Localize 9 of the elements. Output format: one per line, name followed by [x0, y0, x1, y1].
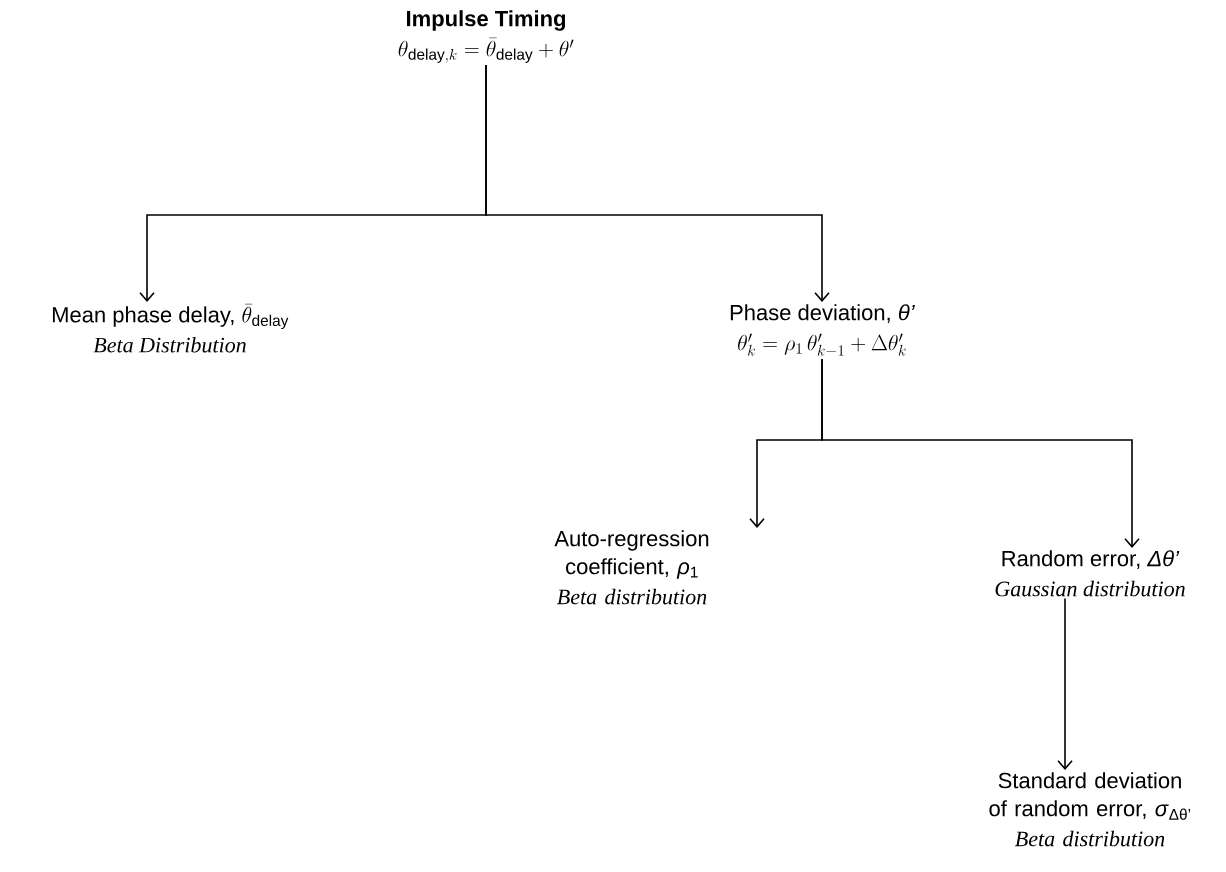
- text-label: Phase deviation, θ’ $\theta'_k = \rho_1\,\theta'_{k-1} + \Delta\theta'_k$: [730, 304, 915, 356]
- arrow: [485, 64, 830, 302]
- arrow: [1057, 597, 1073, 770]
- arrow: [821, 358, 1140, 548]
- text-label: Standard deviation of random error, σ$_{Δθ’}$ Beta distribution: [989, 772, 1191, 847]
- text-label: Auto-regression coefficient, ρ$_{1}$ Beta distribution: [554, 530, 709, 605]
- text-label: Random error, Δθ’ Gaussian distribution: [995, 550, 1185, 597]
- text-label: Mean phase delay, $\bar{\theta}_{\mathrm{delay}}$ Beta Distribution: [52, 303, 289, 353]
- text-label: Impulse Timing $\theta_{\mathrm{delay},k} = \bar{\theta}_{\mathrm{delay}} + \theta'$: [398, 10, 574, 63]
